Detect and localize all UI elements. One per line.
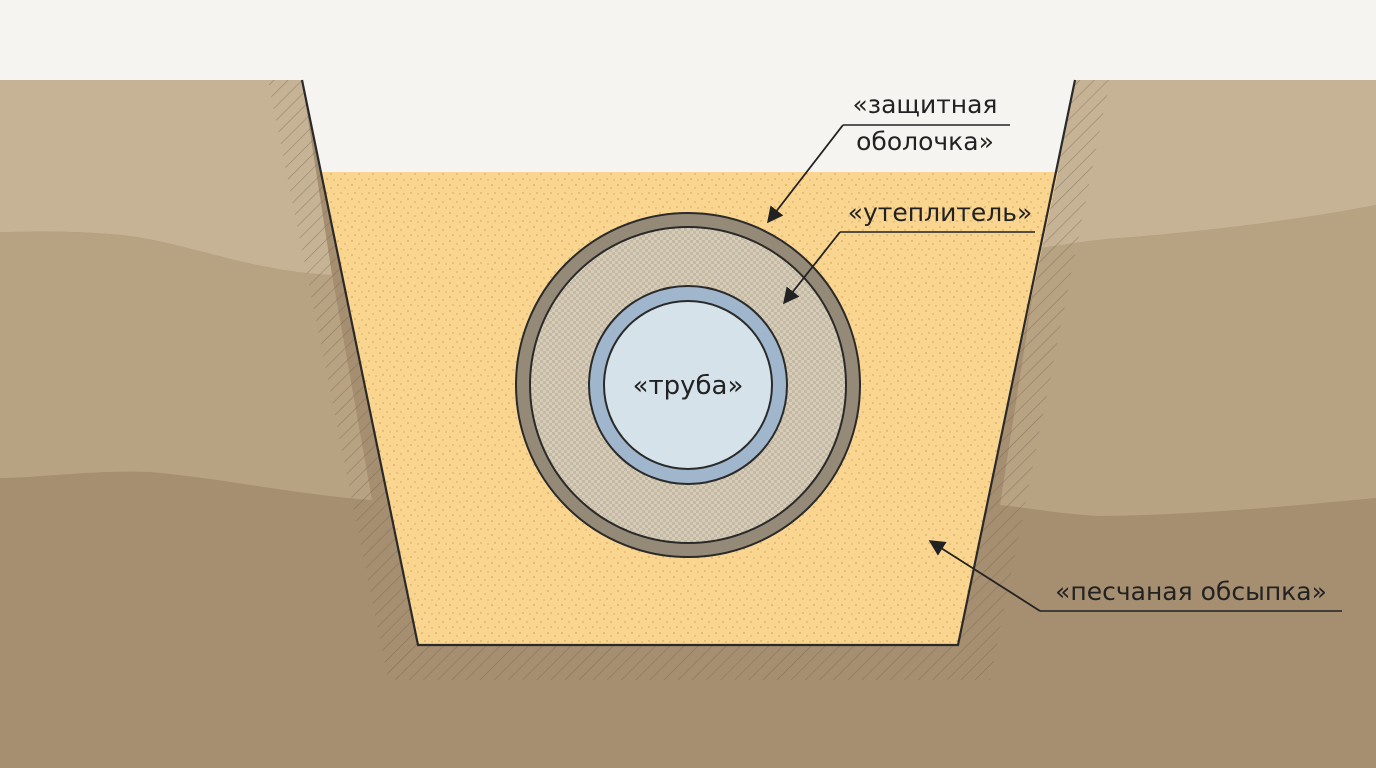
soil-top-right <box>1040 80 1376 248</box>
sand-arrow <box>928 540 1041 612</box>
soil-top-left <box>0 80 332 275</box>
pipe-interior <box>603 300 773 470</box>
shell-label-line2: оболочка» <box>856 127 994 156</box>
insulation-arrow <box>782 231 841 305</box>
shell-arrow <box>767 124 844 224</box>
insulation-label: «утеплитель» <box>848 198 1033 227</box>
trench-outline <box>300 79 1077 647</box>
soil-deep-layer <box>0 80 1376 768</box>
soil-mid-right <box>1000 205 1376 516</box>
shell-label-line1: «защитная <box>853 90 998 119</box>
soil-mid-left <box>0 231 372 501</box>
sand-label: «песчаная обсыпка» <box>1055 577 1327 606</box>
pipe-label: «труба» <box>633 371 744 401</box>
